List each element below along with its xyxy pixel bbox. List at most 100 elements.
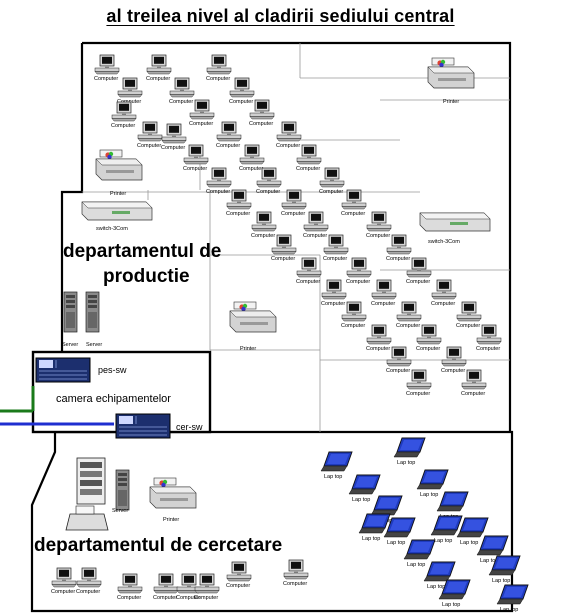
rack-switch-icon — [115, 413, 171, 439]
computer-label: Computer — [276, 143, 300, 149]
computer-label: Computer — [283, 581, 307, 587]
computer-icon — [341, 301, 367, 322]
computer-label: Computer — [169, 99, 193, 105]
computer-icon — [406, 257, 432, 278]
computer-label: Computer — [216, 143, 240, 149]
computer-label: Computer — [189, 121, 213, 127]
computer-label: Computer — [194, 595, 218, 601]
computer-label: Computer — [206, 76, 230, 82]
server-icon — [115, 469, 130, 511]
laptop-icon — [423, 561, 456, 582]
laptop-icon — [358, 513, 391, 534]
computer-icon — [51, 567, 77, 588]
computer-icon — [431, 279, 457, 300]
upper-left-wall — [60, 43, 84, 352]
server-icon — [85, 291, 100, 333]
computer-icon — [117, 573, 143, 594]
laptop-icon — [348, 474, 381, 495]
computer-label: Computer — [226, 211, 250, 217]
computer-icon — [206, 54, 232, 75]
fax-icon — [65, 505, 109, 531]
printer-label: Printer — [240, 346, 256, 352]
computer-icon — [416, 324, 442, 345]
laptop-icon — [320, 451, 353, 472]
computer-label: Computer — [476, 346, 500, 352]
computer-icon — [251, 211, 277, 232]
printer-label: Printer — [443, 99, 459, 105]
computer-icon — [276, 121, 302, 142]
printer-icon — [149, 477, 197, 509]
computer-label: Computer — [441, 368, 465, 374]
laptop-label: Lap top — [397, 460, 415, 466]
printer-icon — [95, 149, 143, 181]
laptop-label: Lap top — [492, 578, 510, 584]
laptop-icon — [456, 517, 489, 538]
computer-icon — [386, 346, 412, 367]
computer-icon — [366, 324, 392, 345]
computer-icon — [321, 279, 347, 300]
computer-label: Computer — [281, 211, 305, 217]
computer-icon — [456, 301, 482, 322]
page-title: al treilea nivel al cladirii sediului ce… — [0, 6, 561, 27]
computer-label: Computer — [323, 256, 347, 262]
computer-label: Computer — [94, 76, 118, 82]
computer-label: Computer — [431, 301, 455, 307]
laptop-label: Lap top — [500, 607, 518, 613]
laptop-icon — [403, 539, 436, 560]
computer-icon — [441, 346, 467, 367]
computer-label: Computer — [406, 391, 430, 397]
computer-label: Computer — [341, 211, 365, 217]
computer-label: Computer — [137, 143, 161, 149]
laptop-icon — [438, 579, 471, 600]
server-icon — [63, 291, 78, 333]
partitions — [82, 43, 510, 432]
computer-label: Computer — [371, 301, 395, 307]
computer-label: Computer — [321, 301, 345, 307]
computer-icon — [183, 144, 209, 165]
computer-icon — [386, 234, 412, 255]
rack-switch-icon — [35, 357, 91, 383]
server-label: Server — [112, 508, 128, 514]
computer-label: Computer — [366, 346, 390, 352]
laptop-label: Lap top — [427, 584, 445, 590]
printer-label: Printer — [110, 191, 126, 197]
printer-icon — [229, 301, 277, 333]
computer-icon — [323, 234, 349, 255]
printer-label: Printer — [163, 517, 179, 523]
computer-label: Computer — [396, 323, 420, 329]
lower-wall — [30, 430, 514, 613]
computer-icon — [366, 211, 392, 232]
computer-icon — [341, 189, 367, 210]
computer-icon — [303, 211, 329, 232]
computer-icon — [239, 144, 265, 165]
computer-icon — [281, 189, 307, 210]
laptop-label: Lap top — [442, 602, 460, 608]
laptop-icon — [496, 584, 529, 605]
computer-label: Computer — [153, 595, 177, 601]
computer-icon — [161, 123, 187, 144]
computer-label: Computer — [206, 189, 230, 195]
computer-icon — [461, 369, 487, 390]
computer-icon — [271, 234, 297, 255]
pes-sw-label: pes-sw — [98, 365, 127, 375]
switch-label: switch-3Com — [96, 226, 128, 232]
switch-icon — [81, 201, 153, 221]
computer-icon — [319, 167, 345, 188]
laptop-label: Lap top — [480, 558, 498, 564]
computer-label: Computer — [176, 595, 200, 601]
laptop-label: Lap top — [352, 497, 370, 503]
computer-label: Computer — [111, 123, 135, 129]
switch-icon — [419, 212, 491, 232]
computer-icon — [371, 279, 397, 300]
laptop-label: Lap top — [324, 474, 342, 480]
computer-label: Computer — [251, 233, 275, 239]
computer-label: Computer — [296, 279, 320, 285]
computer-label: Computer — [256, 189, 280, 195]
computer-label: Computer — [117, 595, 141, 601]
computer-icon — [206, 167, 232, 188]
laptop-icon — [370, 495, 403, 516]
computer-label: Computer — [366, 233, 390, 239]
computer-icon — [146, 54, 172, 75]
laptop-icon — [393, 437, 426, 458]
